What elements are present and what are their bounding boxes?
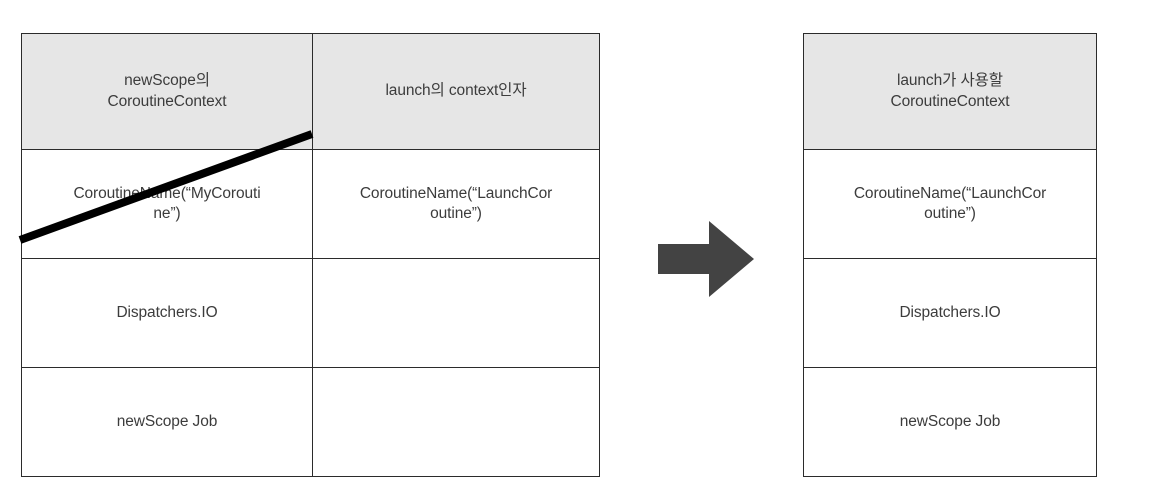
cell-line: CoroutineName(“LaunchCor [359,184,553,202]
table-row: newScope Job [21,367,600,477]
cell-effective-job: newScope Job [803,367,1097,477]
header-cell-newscope-context: newScope의 CoroutineContext [21,33,313,150]
cell-line: CoroutineName(“LaunchCor [853,184,1047,202]
table-row: CoroutineName(“MyCorouti ne”) CoroutineN… [21,149,600,259]
cell-launch-empty-2 [312,367,600,477]
header-line: CoroutineContext [890,92,1010,110]
left-context-table: newScope의 CoroutineContext launch의 conte… [21,33,600,477]
cell-launch-coroutinename: CoroutineName(“LaunchCor outine”) [312,149,600,259]
cell-newscope-dispatcher: Dispatchers.IO [21,258,313,368]
cell-newscope-coroutinename: CoroutineName(“MyCorouti ne”) [21,149,313,259]
header-cell-launch-context-arg: launch의 context인자 [312,33,600,150]
header-cell-effective-context: launch가 사용할 CoroutineContext [803,33,1097,150]
cell-launch-empty-1 [312,258,600,368]
table-row: CoroutineName(“LaunchCor outine”) [803,149,1097,259]
header-line: launch의 context인자 [385,82,527,100]
cell-effective-coroutinename: CoroutineName(“LaunchCor outine”) [803,149,1097,259]
header-line: newScope의 [124,72,210,90]
cell-newscope-job: newScope Job [21,367,313,477]
table-row: Dispatchers.IO [21,258,600,368]
header-line: CoroutineContext [107,92,227,110]
cell-effective-dispatcher: Dispatchers.IO [803,258,1097,368]
table-row: Dispatchers.IO [803,258,1097,368]
cell-line: CoroutineName(“MyCorouti [73,184,261,202]
header-line: launch가 사용할 [897,72,1003,90]
right-arrow-icon [658,221,754,297]
table-header-row: launch가 사용할 CoroutineContext [803,33,1097,150]
right-context-table: launch가 사용할 CoroutineContext CoroutineNa… [803,33,1097,477]
table-row: newScope Job [803,367,1097,477]
cell-line: outine”) [924,205,976,222]
table-header-row: newScope의 CoroutineContext launch의 conte… [21,33,600,150]
cell-line: outine”) [430,205,482,222]
cell-line: ne”) [153,205,181,222]
